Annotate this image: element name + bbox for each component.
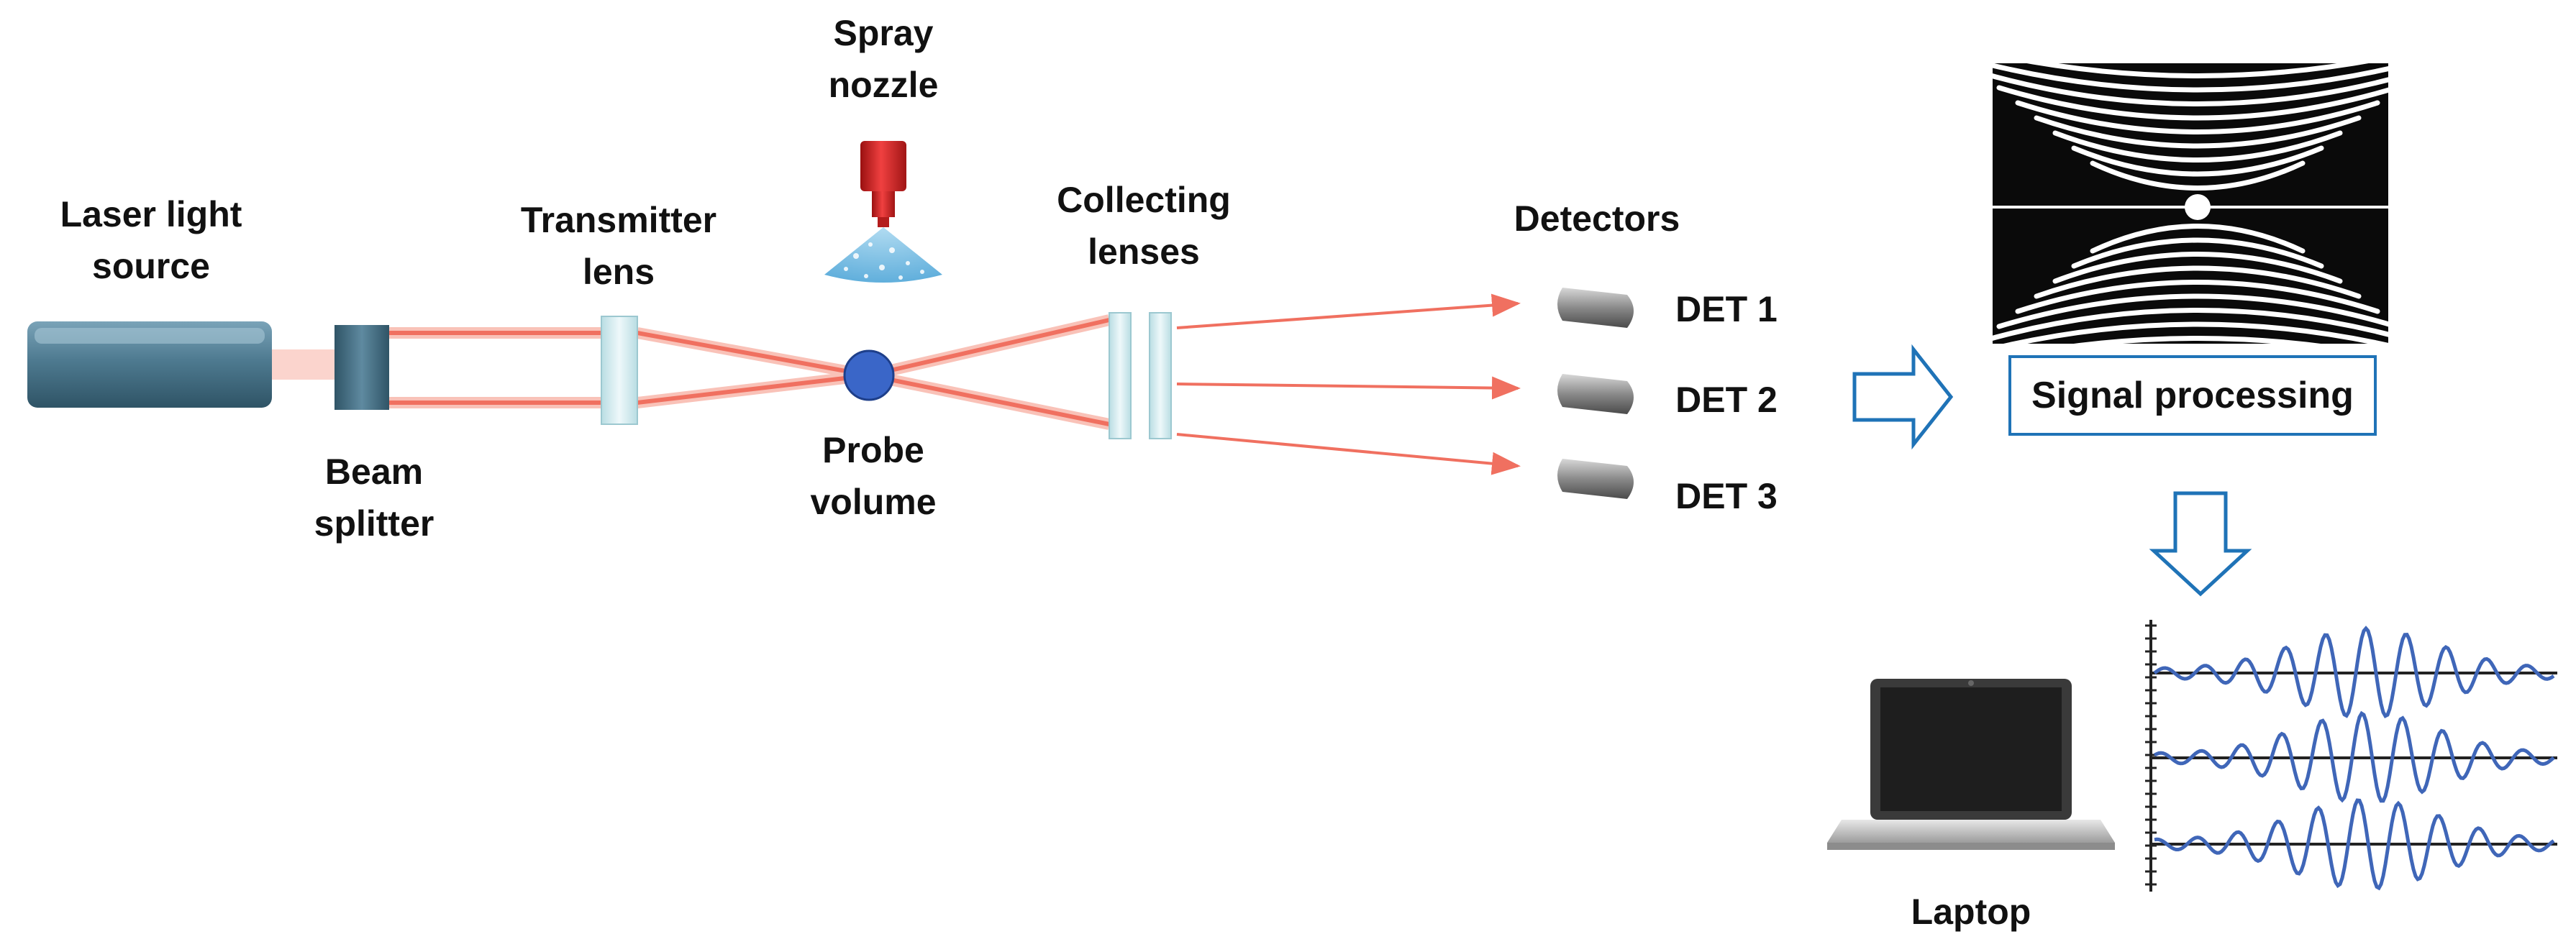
label-det-3: DET 3: [1675, 476, 1778, 516]
fringe-arc: [1959, 55, 2436, 93]
fringe-arc: [2052, 252, 2343, 284]
fringe-arc: [1996, 85, 2399, 121]
detector-rays: [1176, 293, 1521, 475]
signal-det-3: [2154, 798, 2555, 891]
detector-3-icon: [1557, 459, 1634, 499]
laser-source: [27, 321, 337, 408]
fringe-arc: [2071, 237, 2324, 269]
fringe-arc: [1977, 70, 2418, 106]
signal-det-1: [2153, 626, 2555, 718]
beam-splitter: [334, 325, 389, 410]
collecting-lenses: [1109, 312, 1172, 439]
label-det-1: DET 1: [1675, 289, 1778, 329]
label-det-2: DET 2: [1675, 380, 1778, 420]
fringe-arc: [1977, 308, 2418, 344]
arrow-down-icon: [2149, 491, 2252, 597]
fringe-arc: [2052, 130, 2343, 163]
laptop-icon: [1827, 679, 2115, 850]
signal-det-2: [2153, 710, 2555, 803]
detector-1-icon: [1557, 288, 1634, 328]
spray-nozzle-icon: [824, 141, 942, 283]
fringe-arc: [1959, 321, 2436, 360]
probe-volume: [843, 349, 895, 401]
arrow-right-icon: [1852, 344, 1954, 450]
fringe-arc: [2090, 224, 2306, 254]
signal-processing-box: Signal processing: [2008, 355, 2377, 436]
fringe-arc: [2071, 145, 2324, 177]
fringe-arc: [2090, 160, 2306, 191]
laser-beams: [389, 314, 1111, 430]
fringe-arc: [1996, 293, 2399, 329]
fringe-arc: [2015, 280, 2380, 314]
fringe-arc: [2015, 100, 2380, 134]
fringe-arc: [1940, 40, 2455, 78]
fringe-pattern-image: [1940, 40, 2455, 375]
doppler-signals-plot: [2145, 620, 2557, 892]
transmitter-lens: [601, 316, 638, 425]
detector-2-icon: [1557, 374, 1634, 414]
fringe-arc: [2034, 115, 2362, 149]
label-laptop: Laptop: [1911, 892, 2031, 932]
fringe-arc: [2034, 265, 2362, 299]
label-detectors: Detectors: [1514, 198, 1680, 239]
